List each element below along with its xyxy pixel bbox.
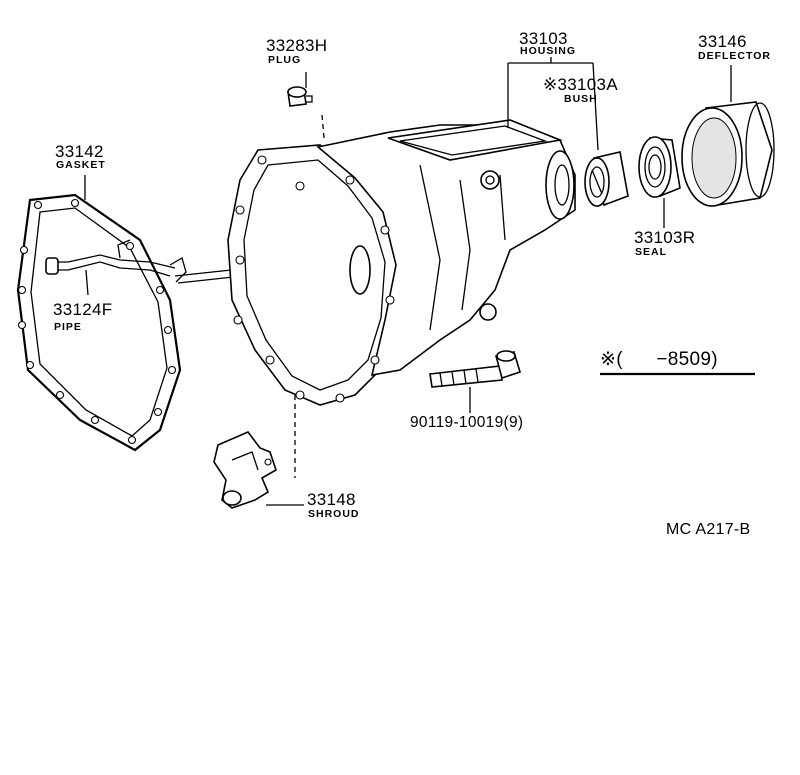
plug-part-number: 33283H bbox=[266, 36, 328, 55]
note-mark: ※ bbox=[600, 349, 617, 370]
gasket-part-number: 33142 bbox=[55, 142, 104, 161]
plug-drawing bbox=[287, 86, 313, 107]
bush-part-name: BUSH bbox=[564, 93, 598, 105]
bush-drawing bbox=[584, 151, 629, 207]
gasket-holes bbox=[17, 198, 177, 445]
plug-part-name: PLUG bbox=[268, 54, 302, 66]
housing-part-number: 33103 bbox=[519, 29, 568, 48]
applicability-note: ※( −8509) bbox=[600, 350, 718, 369]
deflector-drawing bbox=[681, 101, 775, 207]
shroud-part-number: 33148 bbox=[307, 490, 356, 509]
seal-part-name: SEAL bbox=[635, 246, 668, 258]
gasket-drawing bbox=[16, 193, 182, 452]
deflector-part-name: DEFLECTOR bbox=[698, 50, 771, 62]
pipe-drawing bbox=[45, 239, 187, 283]
housing-flange-holes bbox=[233, 155, 395, 403]
pipe-part-number: 33124F bbox=[53, 300, 113, 319]
bolt-part-number: 90119-10019(9) bbox=[410, 414, 524, 431]
figure-code: MC A217-B bbox=[666, 521, 751, 538]
gasket-part-name: GASKET bbox=[56, 159, 106, 171]
seal-part-number: 33103R bbox=[634, 228, 696, 247]
shroud-drawing bbox=[213, 431, 277, 509]
seal-drawing bbox=[638, 136, 681, 198]
shroud-part-name: SHROUD bbox=[308, 508, 360, 520]
housing-drawing bbox=[227, 119, 576, 406]
pipe-part-name: PIPE bbox=[54, 321, 82, 333]
leader-lines bbox=[84, 57, 755, 506]
bolt-drawing bbox=[429, 350, 521, 388]
deflector-part-number: 33146 bbox=[698, 32, 747, 51]
housing-part-name: HOUSING bbox=[520, 45, 577, 57]
note-text: ( −8509) bbox=[616, 349, 718, 370]
bush-part-number: ※33103A bbox=[543, 75, 618, 94]
